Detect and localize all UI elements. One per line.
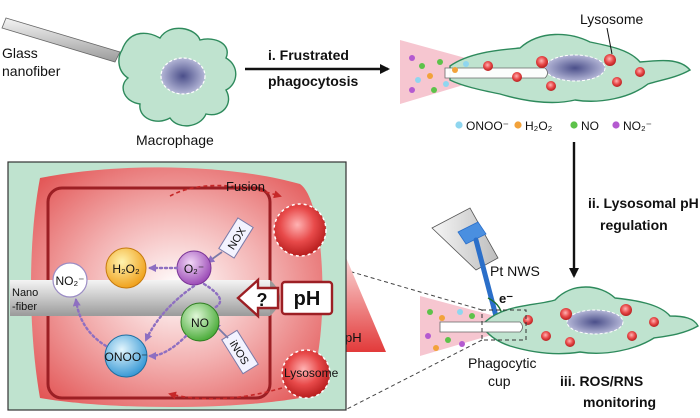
ph-gradient-triangle [342,248,386,352]
no2-molecule: NO₂⁻ [52,262,88,298]
species-legend: ONOO⁻ H₂O₂ NO NO₂⁻ [455,119,652,133]
glass-nanofiber [1,17,121,63]
fusion-label: Fusion [226,179,265,194]
top-elongated-cell [444,33,692,104]
reaction-arrows [72,264,222,360]
question-mark: ? [257,290,268,310]
zoom-line-top [344,269,483,311]
h2o2-label: H₂O₂ [112,262,140,276]
legend-onoo: ONOO⁻ [466,119,509,133]
top-lysosomes [483,54,645,91]
h2o2-molecule: H₂O₂ [105,247,147,289]
legend-no2: NO₂⁻ [623,119,652,133]
fusion-arrow-top [169,184,282,199]
zoom-line-bottom [344,339,483,411]
lysosome-top-label: Lysosome [580,11,644,27]
glass-nanofiber-label-1: Glass [2,45,38,61]
ph-box-label: pH [294,288,321,310]
macrophage-label: Macrophage [136,132,214,148]
pt-nws-label: Pt NWS [490,263,540,279]
macrophage-cell [118,27,237,127]
nanofiber-label-2: -fiber [12,301,37,313]
top-pink-cone [400,40,480,104]
lysosome-top-pointer [606,27,613,55]
o2-molecule: O₂⁻ [176,250,212,286]
step1-label-1: i. Frustrated [268,47,349,63]
phagocytic-label-2: cup [488,373,511,389]
step3-label-1: iii. ROS/RNS [560,373,643,389]
legend-h2o2: H₂O₂ [525,119,553,133]
bottom-species-dots [425,309,475,351]
bottom-elongated-cell [439,286,699,355]
lysosome-inset-label: Lysosome [284,366,339,380]
no-label: NO [191,316,209,330]
nox-arrow [206,251,223,264]
onoo-molecule: ONOO⁻ [104,334,148,378]
onoo-label: ONOO⁻ [104,350,147,364]
no-molecule: NO [180,302,220,342]
legend-no: NO [581,119,599,133]
top-species-dots [409,55,469,93]
step2-label-1: ii. Lysosomal pH [588,195,699,211]
phagocytic-label-1: Phagocytic [468,355,536,371]
nanofiber-label-1: Nano [12,287,38,299]
step2-label-2: regulation [600,217,668,233]
pt-nws-probe [431,207,500,323]
ph-arrow-block: ? pH [236,277,334,319]
fusion-arrow-bottom [168,387,283,400]
step1-label-2: phagocytosis [268,73,358,89]
o2-label: O₂⁻ [184,262,204,276]
glass-nanofiber-label-2: nanofiber [2,63,61,79]
electron-label: e⁻ [499,291,513,306]
zoom-box [481,309,527,341]
step3-label-2: monitoring [583,394,656,410]
ph-gradient-label: pH [345,330,362,345]
no2-label: NO₂⁻ [56,274,85,288]
